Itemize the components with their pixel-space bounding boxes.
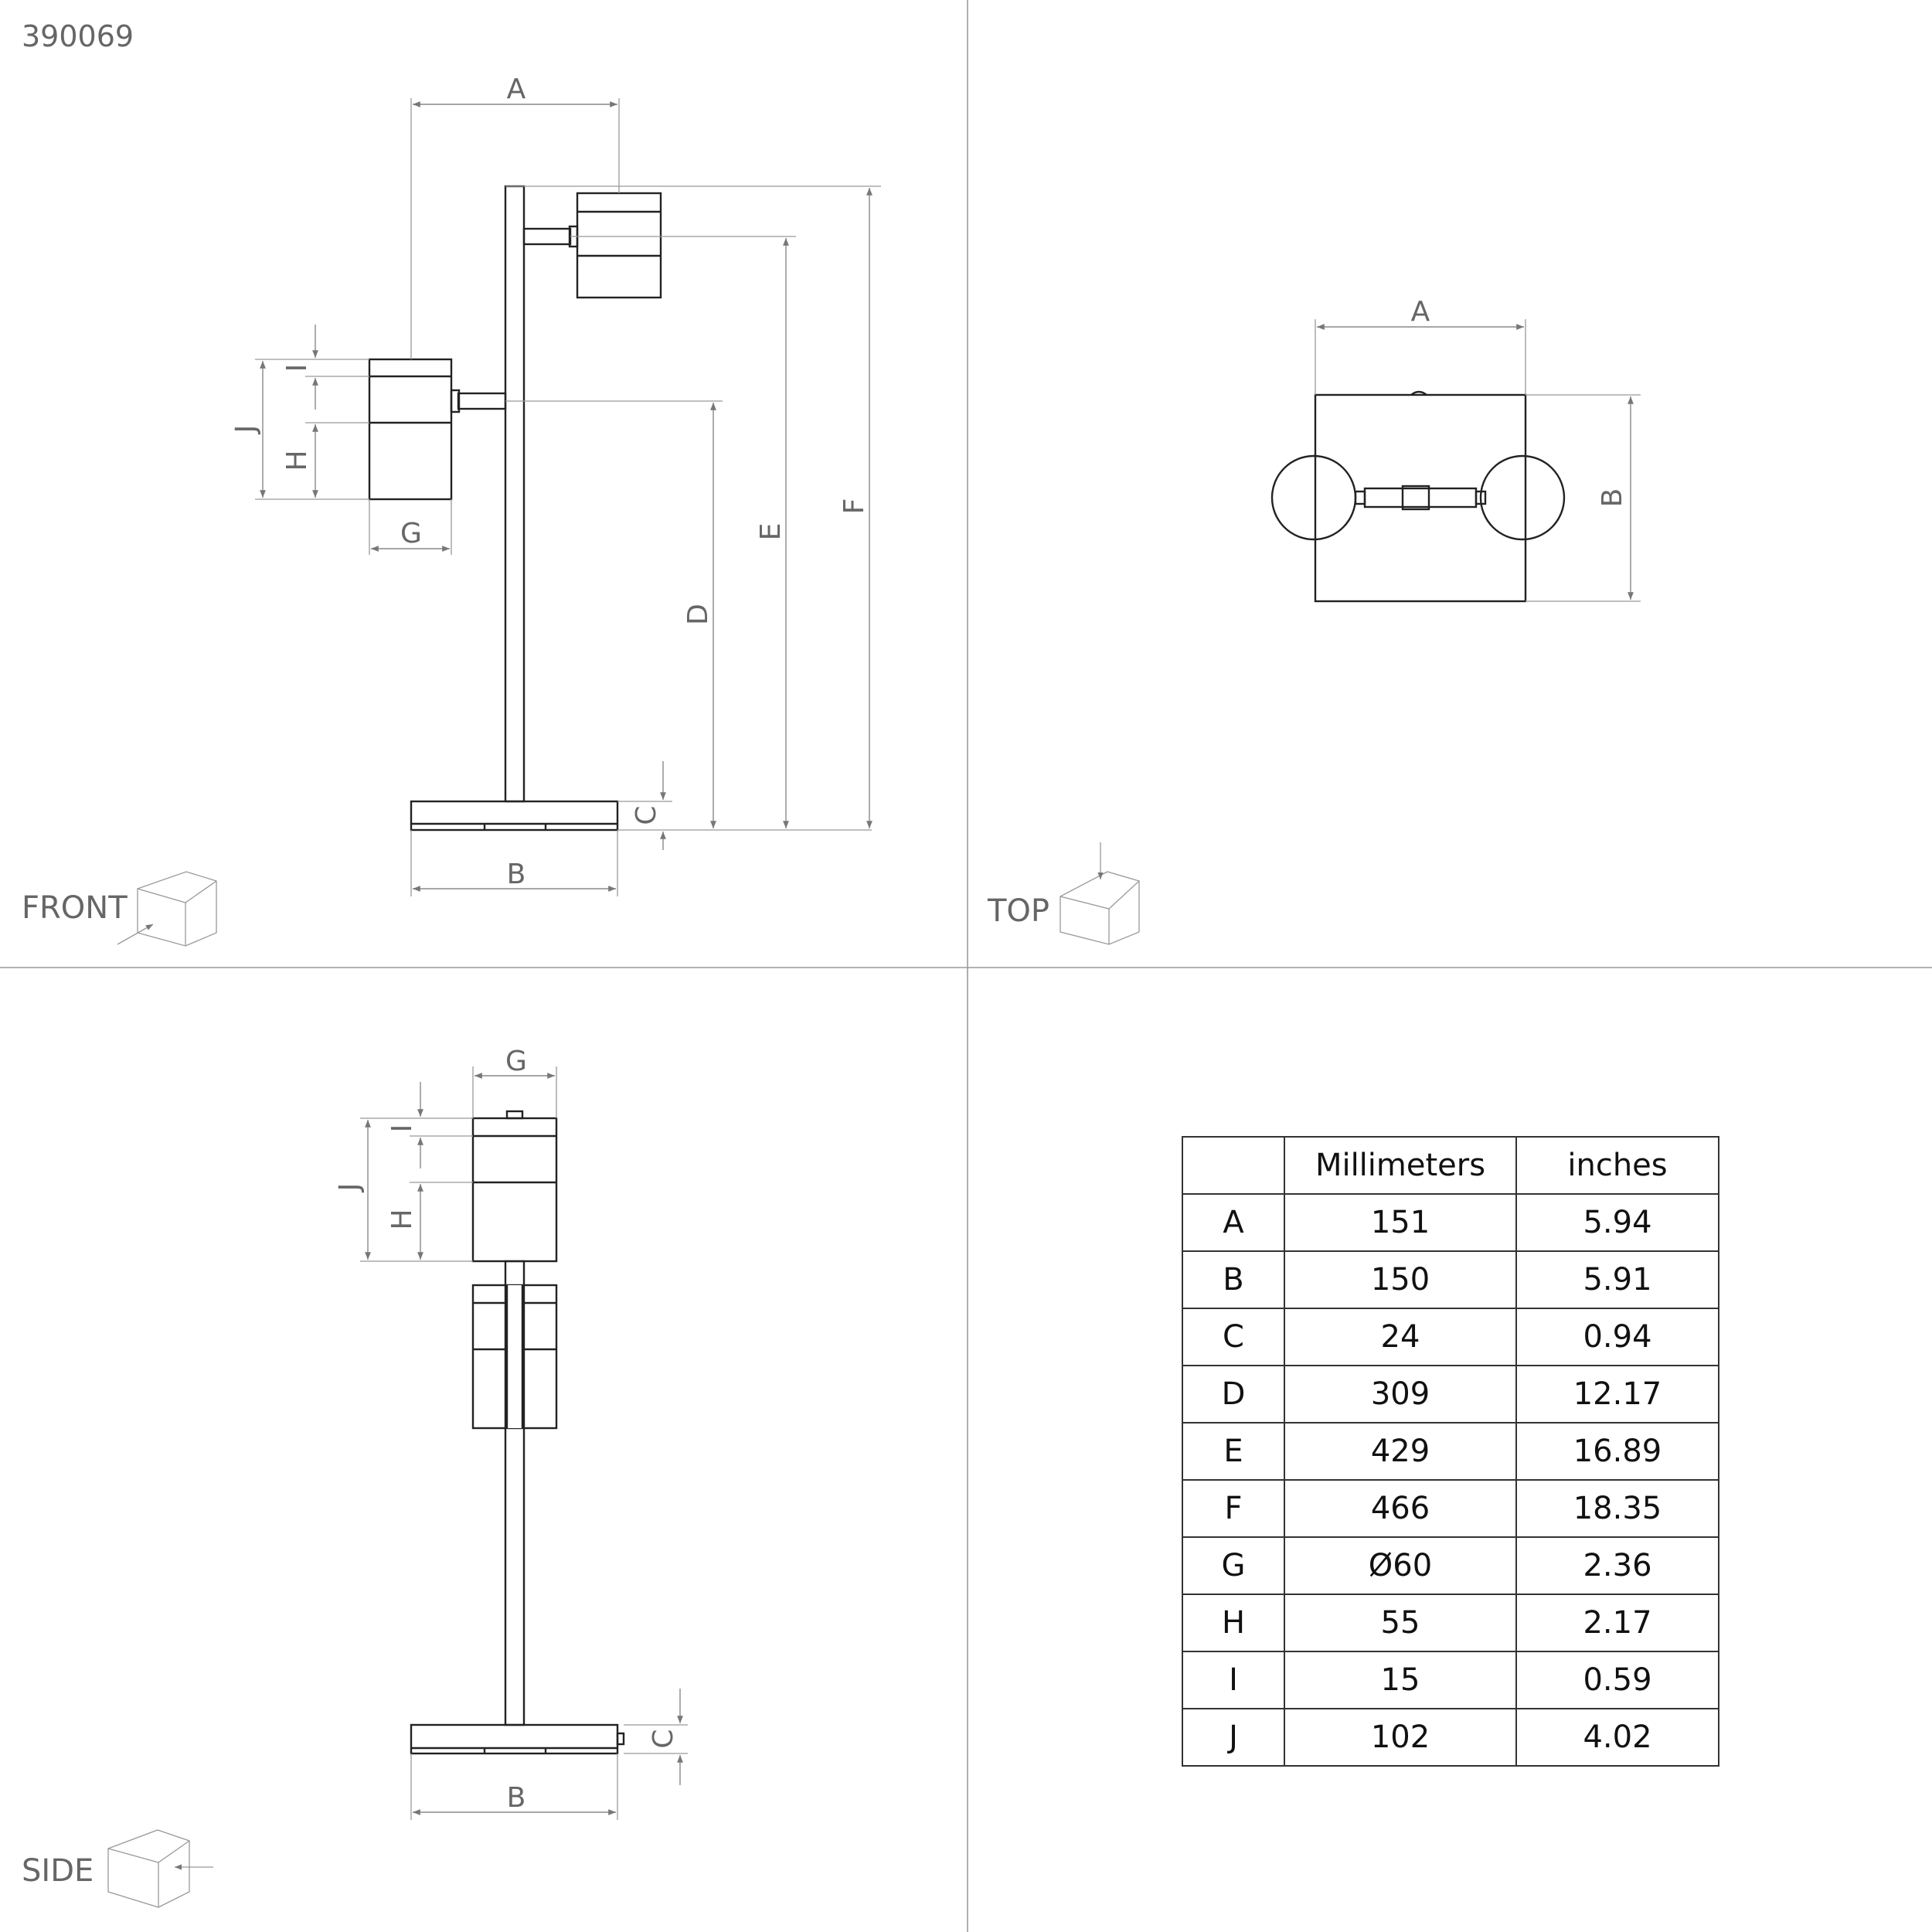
row-mm: 102 bbox=[1284, 1708, 1517, 1767]
front-view: A B C D E F G I bbox=[22, 73, 881, 947]
row-mm: 55 bbox=[1284, 1594, 1517, 1652]
row-mm: Ø60 bbox=[1284, 1536, 1517, 1595]
front-upper-spot bbox=[576, 192, 662, 299]
side-dim-J: J bbox=[334, 1183, 366, 1193]
front-base bbox=[410, 800, 619, 832]
side-view-label: SIDE bbox=[22, 1853, 94, 1889]
row-mm: 429 bbox=[1284, 1422, 1517, 1481]
row-key: J bbox=[1182, 1708, 1285, 1767]
table-row: I 15 0.59 bbox=[1182, 1651, 1719, 1709]
row-in: 5.94 bbox=[1515, 1193, 1719, 1252]
row-in: 2.17 bbox=[1515, 1594, 1719, 1652]
front-dim-D: D bbox=[682, 604, 714, 625]
row-mm: 150 bbox=[1284, 1250, 1517, 1309]
row-in: 4.02 bbox=[1515, 1708, 1719, 1767]
side-dim-B: B bbox=[507, 1782, 526, 1814]
front-dim-F: F bbox=[838, 498, 870, 515]
table-header-row: Millimeters inches bbox=[1182, 1136, 1719, 1195]
table-row: G Ø60 2.36 bbox=[1182, 1536, 1719, 1595]
front-view-label: FRONT bbox=[22, 890, 128, 926]
row-key: F bbox=[1182, 1479, 1285, 1538]
side-upper-spot bbox=[471, 1117, 558, 1263]
row-in: 0.59 bbox=[1515, 1651, 1719, 1709]
row-key: D bbox=[1182, 1365, 1285, 1423]
top-view: A B TOP bbox=[987, 296, 1641, 945]
row-in: 12.17 bbox=[1515, 1365, 1719, 1423]
front-pole bbox=[504, 185, 526, 803]
side-dim-G: G bbox=[505, 1046, 527, 1077]
front-dim-J: J bbox=[230, 425, 262, 435]
side-dim-C: C bbox=[648, 1729, 679, 1748]
row-in: 2.36 bbox=[1515, 1536, 1719, 1595]
front-dim-C: C bbox=[631, 805, 662, 825]
row-key: E bbox=[1182, 1422, 1285, 1481]
product-code: 390069 bbox=[22, 19, 134, 53]
side-cube-icon bbox=[107, 1829, 213, 1908]
top-left-spot bbox=[1270, 454, 1357, 541]
table-header-inches: inches bbox=[1515, 1136, 1719, 1195]
side-dim-H: H bbox=[386, 1209, 418, 1230]
table-row: H 55 2.17 bbox=[1182, 1594, 1719, 1652]
table-row: E 429 16.89 bbox=[1182, 1422, 1719, 1481]
table-header-empty bbox=[1182, 1136, 1285, 1195]
row-in: 5.91 bbox=[1515, 1250, 1719, 1309]
table-row: C 24 0.94 bbox=[1182, 1308, 1719, 1366]
table-row: B 150 5.91 bbox=[1182, 1250, 1719, 1309]
row-mm: 24 bbox=[1284, 1308, 1517, 1366]
row-in: 16.89 bbox=[1515, 1422, 1719, 1481]
top-dim-A: A bbox=[1411, 296, 1430, 328]
row-mm: 466 bbox=[1284, 1479, 1517, 1538]
row-key: C bbox=[1182, 1308, 1285, 1366]
row-key: H bbox=[1182, 1594, 1285, 1652]
front-dim-H: H bbox=[281, 450, 313, 471]
dimension-table: Millimeters inches A 151 5.94 B 150 5.91… bbox=[1182, 1136, 1719, 1767]
front-cube-icon bbox=[117, 871, 217, 947]
row-mm: 151 bbox=[1284, 1193, 1517, 1252]
side-view: G I H J B C SIDE bbox=[22, 1046, 688, 1908]
row-in: 0.94 bbox=[1515, 1308, 1719, 1366]
row-key: B bbox=[1182, 1250, 1285, 1309]
table-row: A 151 5.94 bbox=[1182, 1193, 1719, 1252]
top-right-spot bbox=[1479, 454, 1566, 541]
table-row: J 102 4.02 bbox=[1182, 1708, 1719, 1767]
table-row: D 309 12.17 bbox=[1182, 1365, 1719, 1423]
row-key: A bbox=[1182, 1193, 1285, 1252]
front-dim-A: A bbox=[507, 73, 526, 105]
table-row: F 466 18.35 bbox=[1182, 1479, 1719, 1538]
row-mm: 309 bbox=[1284, 1365, 1517, 1423]
row-mm: 15 bbox=[1284, 1651, 1517, 1709]
front-dim-G: G bbox=[400, 518, 422, 549]
front-dim-E: E bbox=[755, 523, 787, 541]
table-header-millimeters: Millimeters bbox=[1284, 1136, 1517, 1195]
top-dim-B: B bbox=[1597, 488, 1628, 508]
row-key: I bbox=[1182, 1651, 1285, 1709]
side-base bbox=[410, 1723, 619, 1755]
front-lower-spot bbox=[368, 358, 453, 501]
top-base bbox=[1314, 393, 1527, 603]
row-in: 18.35 bbox=[1515, 1479, 1719, 1538]
top-view-label: TOP bbox=[987, 893, 1049, 929]
front-dim-B: B bbox=[507, 859, 526, 890]
top-cube-icon bbox=[1060, 842, 1140, 945]
row-key: G bbox=[1182, 1536, 1285, 1595]
side-dim-I: I bbox=[386, 1124, 418, 1133]
front-dim-I: I bbox=[281, 364, 313, 372]
